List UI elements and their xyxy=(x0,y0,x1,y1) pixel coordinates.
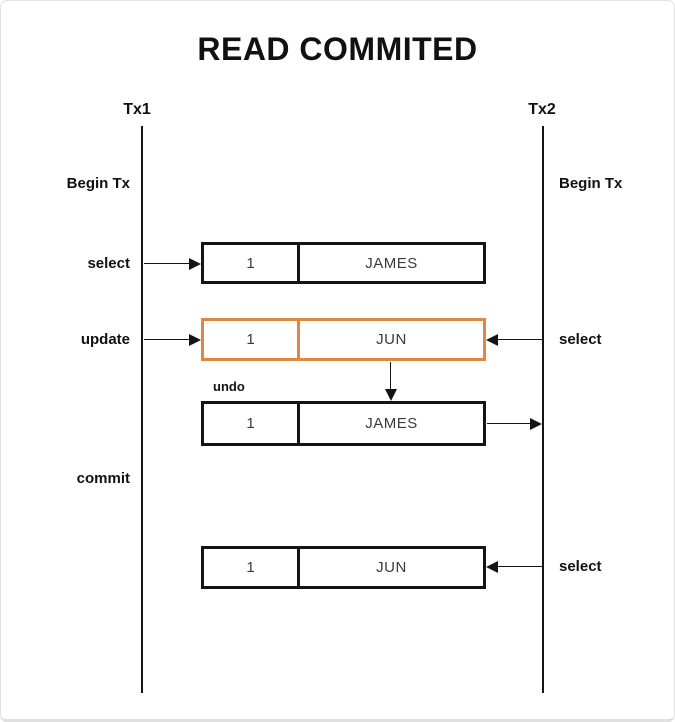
arrow-undo-vertical-line xyxy=(390,362,391,390)
row-value-cell: JAMES xyxy=(365,415,418,432)
diagram-title: READ COMMITED xyxy=(197,31,478,67)
tx1-timeline-label: Tx1 xyxy=(123,101,151,118)
tx2-select-second-label: select xyxy=(559,558,602,575)
data-row-james-undo: 1 JAMES xyxy=(201,401,486,446)
arrow-tx1-update-line xyxy=(144,339,190,340)
arrow-tx1-update-head-icon xyxy=(189,334,201,346)
tx1-update-label: update xyxy=(80,331,130,348)
row-id-cell: 1 xyxy=(204,321,300,358)
row-id-cell: 1 xyxy=(204,404,300,443)
tx1-timeline-line xyxy=(141,126,143,693)
row-value-cell: JAMES xyxy=(365,254,418,272)
tx2-select-first-label: select xyxy=(559,331,602,348)
data-row-jun-uncommitted: 1 JUN xyxy=(201,318,486,361)
data-row-james-initial: 1 JAMES xyxy=(201,242,486,284)
tx1-begin-label: Begin Tx xyxy=(66,175,130,192)
arrow-tx2-select-second-head-icon xyxy=(486,561,498,573)
row-id-cell: 1 xyxy=(204,549,300,586)
data-row-jun-committed: 1 JUN xyxy=(201,546,486,589)
row-id-cell: 1 xyxy=(204,245,300,281)
arrow-tx2-select-first-head-icon xyxy=(486,334,498,346)
row-value-cell: JUN xyxy=(376,559,407,576)
tx1-select-label: select xyxy=(87,255,130,272)
arrow-undo-to-tx2-head-icon xyxy=(530,418,542,430)
undo-note-label: undo xyxy=(213,379,245,394)
arrow-tx2-select-first-line xyxy=(498,339,543,340)
arrow-tx2-select-second-line xyxy=(498,566,543,567)
arrow-tx1-select-line xyxy=(144,263,190,264)
tx1-commit-label: commit xyxy=(76,470,130,487)
arrow-undo-to-tx2-line xyxy=(487,423,531,424)
tx2-begin-label: Begin Tx xyxy=(559,175,623,192)
tx2-timeline-label: Tx2 xyxy=(528,101,556,118)
tx2-timeline-line xyxy=(542,126,544,693)
arrow-tx1-select-head-icon xyxy=(189,258,201,270)
arrow-undo-head-icon xyxy=(385,389,397,401)
row-value-cell: JUN xyxy=(376,331,407,348)
